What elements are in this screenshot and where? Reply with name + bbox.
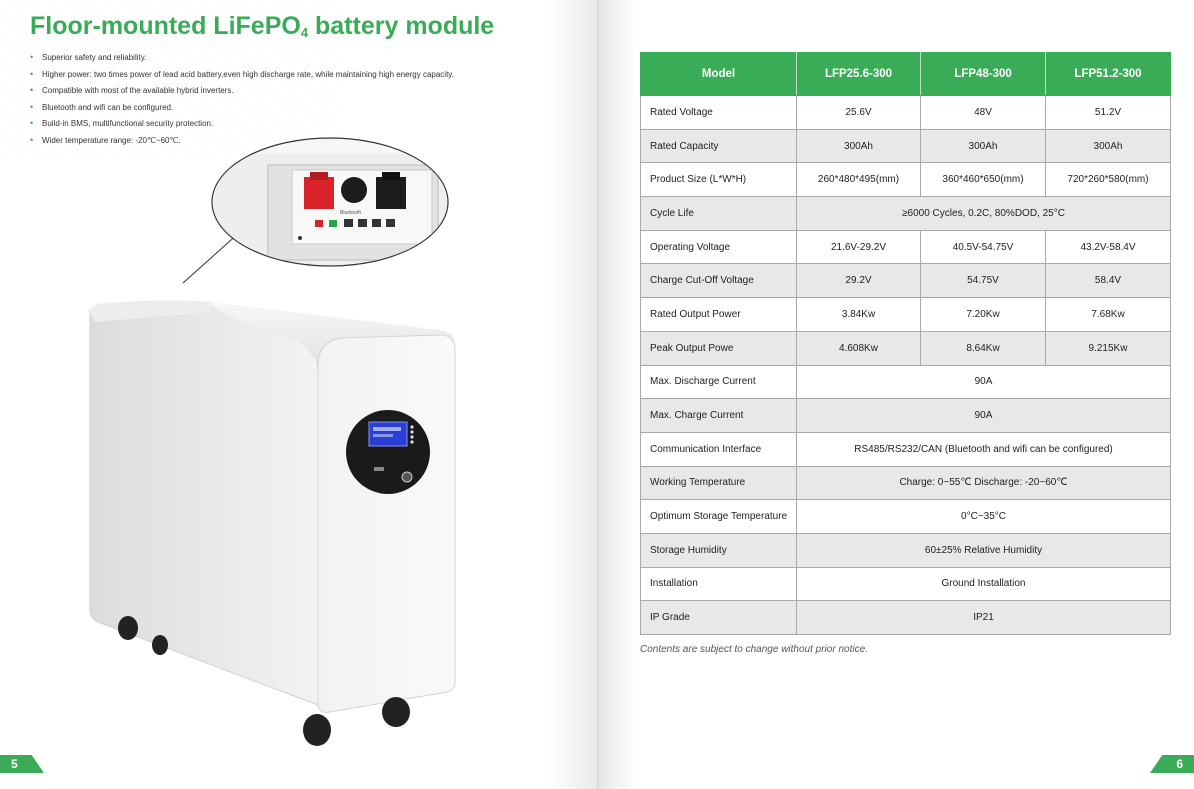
feature-text: Wider temperature range: -20℃~60℃. [42, 135, 181, 145]
page-number-right: 6 [1150, 755, 1194, 773]
bullet-icon: • [30, 68, 34, 79]
feature-list: • Superior safety and reliability. • Higher… [30, 51, 454, 150]
spec-value: 43.2V-58.4V [1045, 229, 1171, 265]
header-model-column: LFP51.2-300 [1045, 52, 1171, 96]
spec-value: 260*480*495(mm) [796, 162, 921, 198]
feature-text: Bluetooth and wifi can be configured. [42, 102, 174, 112]
spec-value: 3.84Kw [796, 297, 921, 332]
spec-row: Product Size (L*W*H)260*480*495(mm)360*4… [640, 162, 1171, 198]
feature-item: • Bluetooth and wifi can be configured. [30, 101, 454, 118]
spec-label: Rated Output Power [640, 297, 797, 332]
product-image: Bluetooth [88, 137, 456, 746]
feature-item: • Superior safety and reliability. [30, 51, 454, 68]
spec-label: Rated Capacity [640, 128, 797, 164]
spec-label: Rated Voltage [640, 95, 797, 130]
spec-value: 4.608Kw [796, 330, 921, 366]
left-page: Floor-mounted LiFePO4 battery module • Su… [0, 0, 597, 789]
spec-label: Storage Humidity [640, 532, 797, 568]
spec-value: ≥6000 Cycles, 0.2C, 80%DOD, 25°C [796, 196, 1171, 231]
disclaimer-note: Contents are subject to change without p… [640, 644, 868, 655]
page-title: Floor-mounted LiFePO4 battery module [30, 12, 495, 40]
spec-value: 90A [796, 364, 1171, 400]
feature-text: Compatible with most of the available hy… [42, 86, 234, 95]
spec-value: 9.215Kw [1045, 330, 1171, 366]
spec-label: IP Grade [640, 600, 797, 635]
spec-value: Ground Installation [796, 566, 1171, 602]
spec-value: Charge: 0~55℃ Discharge: -20~60℃ [796, 465, 1171, 501]
feature-text: Build-in BMS, multifunctional security p… [42, 119, 214, 128]
bullet-icon: • [30, 52, 34, 62]
spec-value: 720*260*580(mm) [1045, 162, 1171, 198]
bullet-icon: • [30, 134, 34, 145]
spec-value: 7.68Kw [1045, 297, 1171, 332]
spec-value: 51.2V [1045, 95, 1171, 130]
spec-value: 48V [920, 95, 1046, 130]
spec-value: 25.6V [796, 95, 921, 130]
header-model-column: LFP25.6-300 [796, 52, 921, 96]
spec-value: 90A [796, 398, 1171, 433]
spec-label: Max. Discharge Current [640, 364, 797, 400]
feature-item: • Higher power: two times power of lead a… [30, 68, 454, 85]
header-model: Model [640, 52, 797, 96]
spec-label: Peak Output Powe [640, 330, 797, 366]
spec-value: IP21 [796, 600, 1171, 635]
spec-value: 7.20Kw [920, 297, 1046, 332]
spec-value: 300Ah [920, 128, 1046, 164]
spec-value: 8.64Kw [920, 330, 1046, 366]
header-model-column: LFP48-300 [920, 52, 1046, 96]
spec-value: 29.2V [796, 263, 921, 299]
spec-value: 360*460*650(mm) [920, 162, 1046, 198]
spec-value: 21.6V-29.2V [796, 229, 921, 265]
spec-value: 58.4V [1045, 263, 1171, 299]
spec-value: 0°C~35°C [796, 499, 1171, 534]
bluetooth-label: Bluetooth [340, 210, 361, 216]
spec-label: Optimum Storage Temperature [640, 499, 797, 534]
bullet-icon: • [30, 118, 34, 128]
feature-text: Superior safety and reliability. [42, 53, 147, 62]
spec-label: Working Temperature [640, 465, 797, 501]
bullet-icon: • [30, 101, 34, 112]
bullet-icon: • [30, 85, 34, 95]
spec-value: 60±25% Relative Humidity [796, 532, 1171, 568]
spec-label: Communication Interface [640, 431, 797, 467]
spec-value: 300Ah [1045, 128, 1171, 164]
spec-label: Product Size (L*W*H) [640, 162, 797, 198]
spec-value: 40.5V-54.75V [920, 229, 1046, 265]
spec-label: Operating Voltage [640, 229, 797, 265]
feature-item: • Wider temperature range: -20℃~60℃. [30, 134, 454, 151]
feature-text: Higher power: two times power of lead ac… [42, 69, 454, 79]
feature-item: • Build-in BMS, multifunctional security … [30, 117, 454, 134]
spec-value: RS485/RS232/CAN (Bluetooth and wifi can … [796, 431, 1171, 467]
spec-label: Installation [640, 566, 797, 602]
spec-row: Cycle Life≥6000 Cycles, 0.2C, 80%DOD, 25… [640, 196, 1171, 231]
spec-value: 54.75V [920, 263, 1046, 299]
feature-item: • Compatible with most of the available h… [30, 84, 454, 101]
spec-label: Charge Cut-Off Voltage [640, 263, 797, 299]
page-number-left: 5 [0, 755, 44, 773]
spec-label: Cycle Life [640, 196, 797, 231]
background-pattern [0, 0, 340, 160]
spec-label: Max. Charge Current [640, 398, 797, 433]
spec-value: 300Ah [796, 128, 921, 164]
